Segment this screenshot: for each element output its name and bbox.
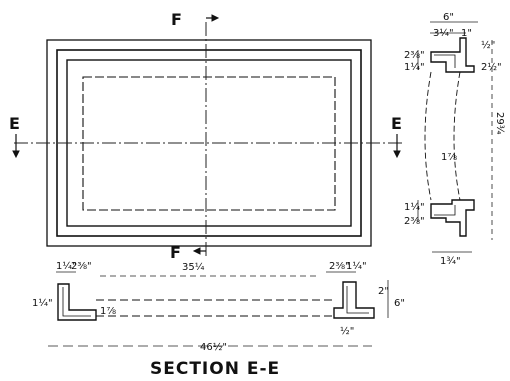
section-caption: SECTION E-E [150, 359, 280, 379]
dim-bottom-right-small: ½" [340, 325, 354, 337]
top-rail-profile [430, 37, 475, 73]
dim-right-top-left-a: 2⅜" [404, 50, 425, 61]
dim-overall-width: 46½" [200, 341, 227, 353]
right-side-section [424, 37, 475, 237]
dim-bottom-mid: 1⅞ [100, 306, 116, 317]
right-stile-profile [333, 281, 375, 319]
arrow-e-right-icon [393, 150, 401, 159]
section-label-f-bottom: F [170, 243, 181, 262]
dim-bottom-left-b: 2⅜" [71, 261, 92, 272]
right-dimension-lines [417, 21, 493, 253]
dim-right-top-b: 1" [461, 28, 472, 39]
dim-right-top-left-b: 1¼" [404, 61, 425, 73]
centre-lines [14, 22, 403, 258]
dim-right-top-a: 3¼" [433, 27, 454, 39]
dim-right-top-c: ½" [481, 39, 495, 51]
bottom-dimension-lines [48, 271, 389, 347]
dim-bottom-right-v2: 6" [394, 298, 405, 309]
dim-bottom-width: 35¼ [182, 261, 205, 273]
section-arrows [12, 14, 401, 255]
dim-right-bottom-under: 1¾" [440, 256, 461, 267]
bottom-section [57, 281, 375, 321]
dim-bottom-right-b: 1¼" [346, 260, 367, 272]
side-curve-outer [424, 71, 432, 201]
dim-right-top-width: 6" [443, 12, 454, 23]
arrow-f-top-icon [211, 14, 220, 22]
arrow-e-left-icon [12, 150, 20, 159]
left-stile-profile [57, 283, 97, 321]
dim-right-bottom-left-b: 2⅜" [404, 216, 425, 227]
section-label-e-left: E [9, 114, 20, 133]
dim-bottom-left-a: 1¼" [56, 260, 77, 272]
dim-right-top-right: 2½" [481, 61, 502, 73]
section-label-e-right: E [391, 114, 402, 133]
dim-bottom-right-a: 2⅜" [329, 261, 350, 272]
side-curve-inner [453, 71, 461, 201]
dim-right-mid: 1⅞ [441, 152, 457, 163]
bottom-rail-profile [430, 199, 475, 237]
section-label-f-top: F [171, 10, 182, 29]
dim-right-bottom-left-a: 1¼" [404, 201, 425, 213]
dim-bottom-side: 1¼" [32, 297, 53, 309]
dim-bottom-right-v1: 2" [378, 286, 389, 297]
arrow-f-bottom-icon [192, 247, 201, 255]
dim-right-height: 29¾ [494, 112, 505, 135]
